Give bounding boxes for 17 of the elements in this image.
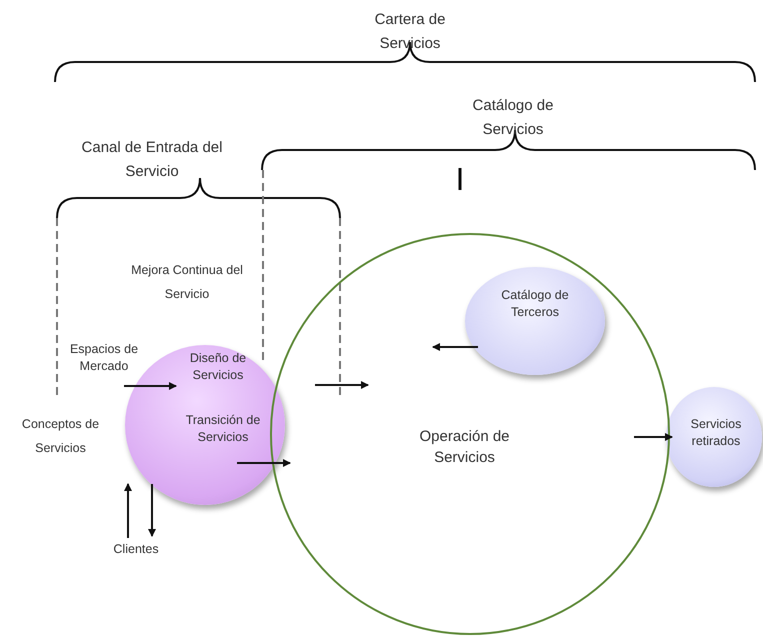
circle-label: Transición de Servicios (184, 412, 262, 446)
arrow (634, 433, 673, 441)
circle-label: Operación de Servicios (418, 427, 511, 468)
circle-label: Diseño de Servicios (188, 350, 248, 384)
label: Conceptos de Servicios (20, 416, 100, 457)
circle-label: Catálogo de Terceros (500, 287, 570, 321)
circle (666, 387, 762, 487)
circle-label: Servicios retirados (690, 416, 742, 450)
label: Cartera de Servicios (374, 10, 446, 54)
arrow (124, 483, 132, 538)
label: Canal de Entrada del Servicio (80, 138, 224, 182)
node-text: Clientes (112, 541, 160, 558)
arrow (148, 484, 156, 537)
label: Mejora Continua del Servicio (130, 262, 244, 303)
node-text: Espacios de Mercado (68, 341, 140, 375)
label: Catálogo de Servicios (472, 96, 554, 140)
circle-outline (270, 233, 670, 635)
